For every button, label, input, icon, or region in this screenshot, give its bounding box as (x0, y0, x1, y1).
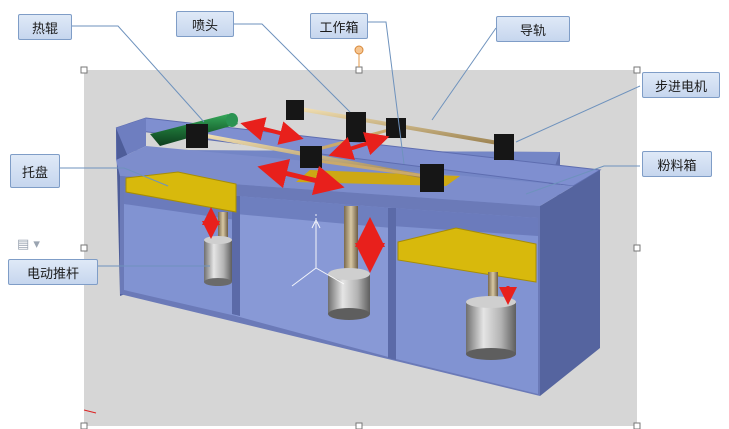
label-stepper-motor: 步进电机 (642, 72, 720, 98)
label-work-box: 工作箱 (310, 13, 368, 39)
rotate-handle-icon[interactable] (354, 45, 364, 55)
motion-arrows (202, 117, 517, 305)
tray-left[interactable] (125, 171, 237, 213)
push-rod-right[interactable] (466, 272, 516, 360)
partition-wall-2 (388, 208, 396, 360)
selection-handles[interactable] (80, 66, 641, 429)
label-hot-roller: 热辊 (18, 14, 72, 40)
label-electric-push-rod: 电动推杆 (8, 259, 98, 285)
label-powder-box: 粉料箱 (642, 151, 712, 177)
push-rod-middle[interactable] (328, 206, 370, 320)
stepper-blocks (186, 100, 514, 192)
label-tray: 托盘 (10, 154, 60, 188)
partition-wall-1 (232, 196, 240, 316)
label-nozzle: 喷头 (176, 11, 234, 37)
label-guide-rail: 导轨 (496, 16, 570, 42)
label-connectors (58, 21, 641, 267)
box-right-side (540, 170, 600, 396)
tray-right[interactable] (397, 227, 537, 283)
axis-gizmo-icon (291, 212, 345, 287)
document-icon: ▤ ▾ (17, 237, 40, 252)
